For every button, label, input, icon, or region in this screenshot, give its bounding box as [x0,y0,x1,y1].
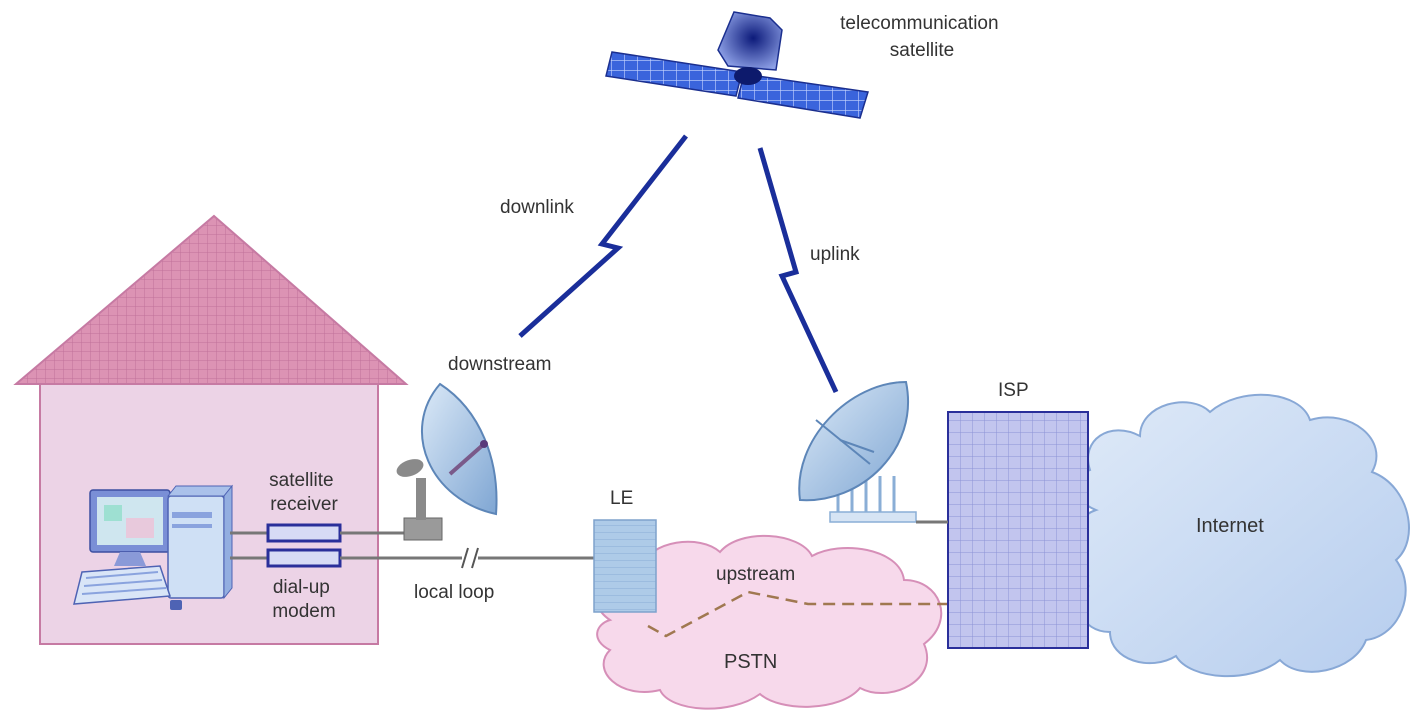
ground-station-dish-icon [798,380,948,524]
dialup-modem-label: dial-up modem [272,577,335,622]
downlink-label: downlink [500,197,574,218]
satellite-label: telecommunication satellite [840,13,1004,61]
satellite-label-line1: telecommunication [840,13,998,34]
le-label: LE [610,488,633,509]
satellite-receiver-box [266,523,342,543]
isp-label: ISP [998,380,1029,401]
local-loop-label: local loop [414,582,494,603]
internet-label: Internet [1196,515,1264,537]
computer-icon [73,484,234,610]
satellite-dish-icon [396,382,498,541]
satellite-receiver-label-line2: receiver [270,494,338,515]
dialup-modem-box [266,548,342,568]
dialup-modem-label-line2: modem [272,601,335,622]
satellite-label-line2: satellite [890,40,954,61]
pstn-label: PSTN [724,651,777,673]
upstream-label: upstream [716,564,795,585]
satellite-receiver-label: satellite receiver [269,470,339,515]
uplink-signal [757,147,839,394]
pstn-cloud-icon [594,534,943,710]
downstream-label: downstream [448,354,552,375]
isp-building [947,411,1089,649]
dialup-modem-label-line1: dial-up [273,577,330,598]
uplink-label: uplink [810,244,860,265]
telecommunication-satellite-icon [605,11,869,119]
downlink-signal [518,134,688,338]
satellite-receiver-label-line1: satellite [269,470,333,491]
line-break-icon [461,547,479,569]
le-exchange-box [593,519,657,613]
